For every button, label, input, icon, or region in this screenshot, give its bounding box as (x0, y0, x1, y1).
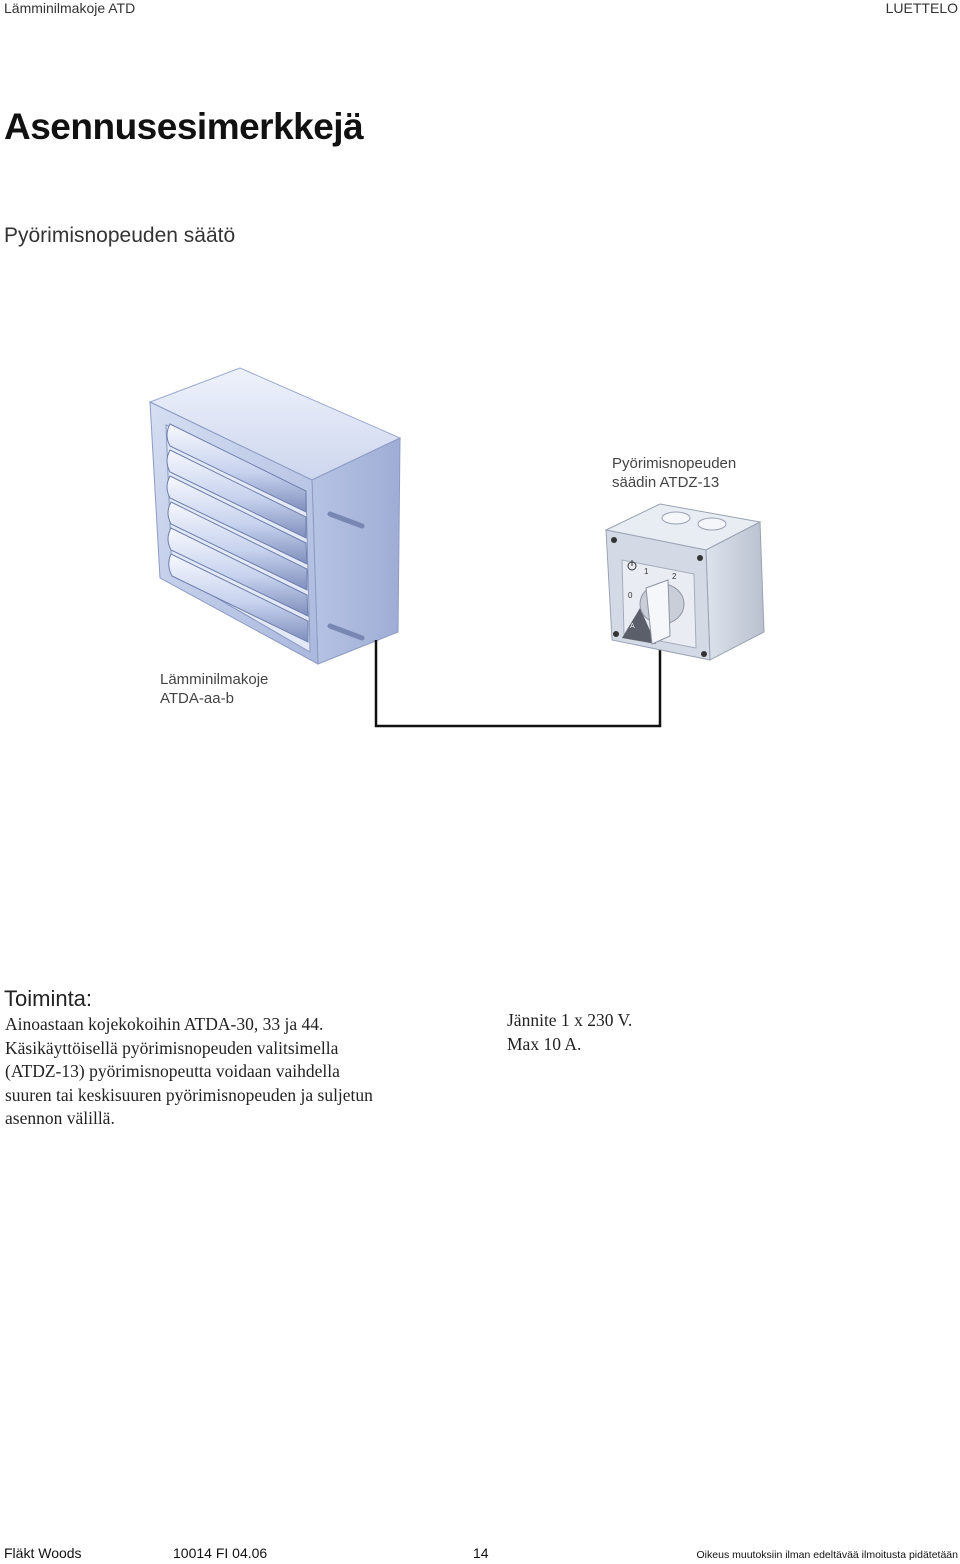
dial-mark-a: A (630, 623, 635, 630)
dial-mark-2: 2 (672, 572, 677, 581)
page-subtitle: Pyörimisnopeuden säätö (4, 224, 236, 247)
heater-label-line-1: Lämminilmakoje (160, 671, 269, 688)
power-symbol-icon (627, 560, 637, 571)
header-section: LUETTELO (885, 0, 958, 16)
footer-doc-number: 10014 FI 04.06 (173, 1545, 268, 1561)
heater-unit (148, 367, 402, 665)
selector-knob (639, 579, 685, 645)
dial-mark-0: 0 (628, 591, 633, 600)
controller-label-line-1: Pyörimisnopeuden (612, 455, 737, 472)
page-title: Asennusesimerkkejä (4, 106, 364, 147)
heater-label: Lämminilmakoje ATDA-aa-b (160, 670, 268, 708)
description-line: asennon välillä. (5, 1108, 115, 1128)
louver-slats (166, 423, 309, 643)
header-product: Lämminilmakoje ATD (4, 0, 136, 16)
speed-controller: 0 1 2 A (604, 503, 765, 661)
description-line: Ainoastaan kojekokoihin ATDA-30, 33 ja 4… (5, 1014, 324, 1034)
description-line: Käsikäyttöisellä pyörimisnopeuden valits… (5, 1037, 339, 1058)
heater-label-line-2: ATDA-aa-b (160, 690, 234, 707)
controller-label: Pyörimisnopeuden säädin ATDZ-13 (612, 454, 736, 492)
description-line: suuren tai keskisuuren pyörimisnopeuden … (5, 1084, 373, 1105)
installation-diagram: 0 1 2 A (148, 367, 765, 728)
page-number: 14 (473, 1545, 489, 1561)
footer-company: Fläkt Woods (4, 1545, 82, 1561)
function-description: Ainoastaan kojekokoihin ATDA-30, 33 ja 4… (5, 1013, 485, 1131)
electrical-spec: Jännite 1 x 230 V. Max 10 A. (507, 1009, 807, 1056)
connection-wire (374, 640, 662, 728)
voltage-spec: Jännite 1 x 230 V. (507, 1010, 633, 1030)
description-line: (ATDZ-13) pyörimisnopeutta voidaan vaihd… (5, 1061, 340, 1081)
footer-disclaimer: Oikeus muutoksiin ilman edeltävää ilmoit… (696, 1549, 958, 1561)
controller-label-line-2: säädin ATDZ-13 (612, 474, 720, 491)
current-spec: Max 10 A. (507, 1033, 582, 1054)
dial-mark-1: 1 (644, 567, 649, 576)
section-title: Toiminta: (4, 986, 93, 1011)
